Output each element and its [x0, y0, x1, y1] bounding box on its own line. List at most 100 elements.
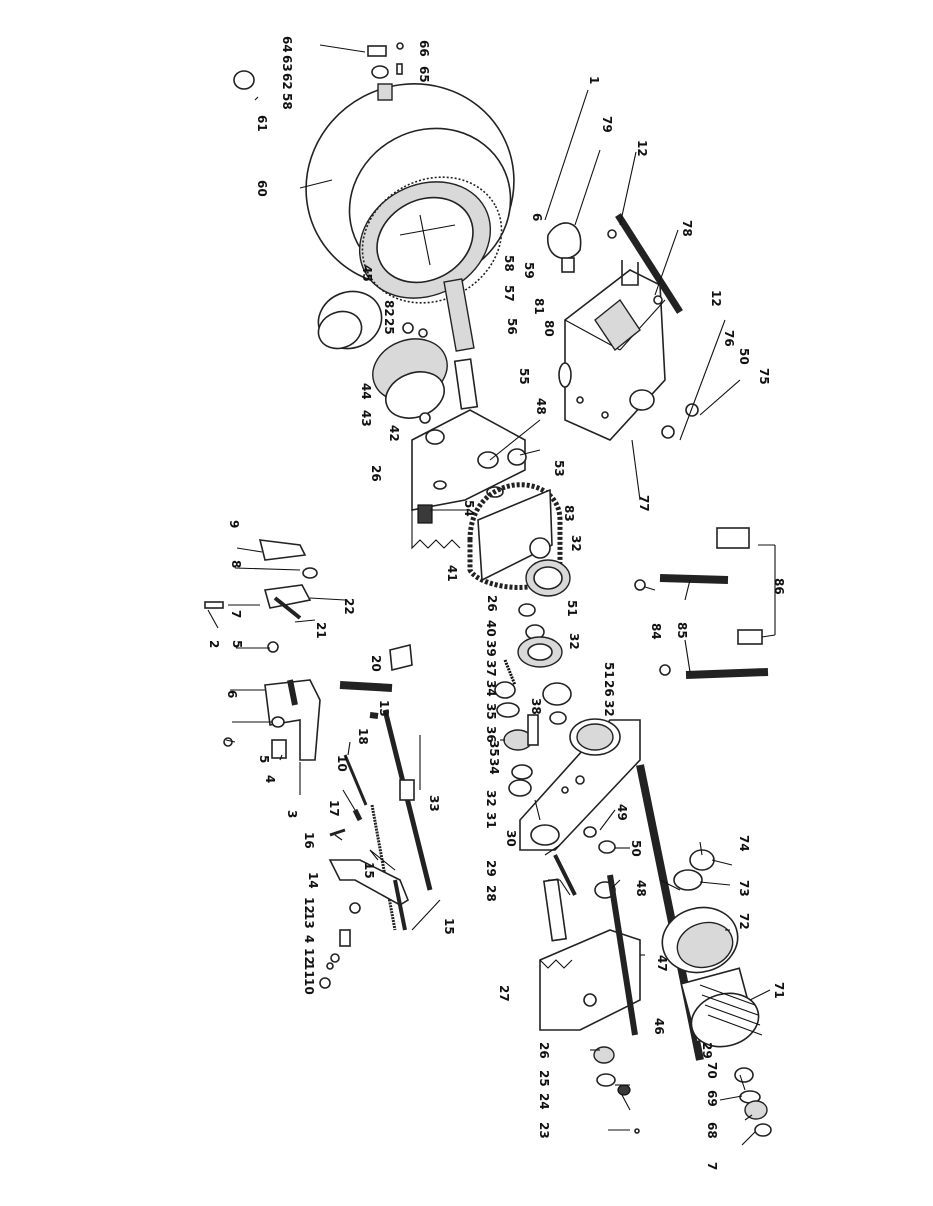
callout-26b: 26	[485, 595, 499, 612]
bracket-27	[539, 929, 641, 1031]
callout-6b: 6	[225, 690, 239, 698]
large-pulley-60	[305, 83, 515, 299]
bearing-26a	[425, 429, 445, 445]
callout-86: 86	[772, 578, 786, 595]
callout-85: 85	[675, 622, 689, 639]
callout-7a: 7	[229, 610, 243, 618]
callout-26c: 26	[602, 680, 616, 697]
callout-4b: 4	[302, 935, 316, 943]
callout-68: 68	[705, 1122, 719, 1139]
callout-4a: 4	[263, 775, 277, 783]
callout-39: 39	[484, 640, 498, 657]
callout-15b: 15	[442, 918, 456, 935]
part-50	[598, 840, 616, 854]
callout-42: 42	[387, 425, 401, 442]
callout-77: 77	[637, 495, 651, 512]
callout-34b: 34	[487, 758, 501, 775]
callout-50a: 50	[737, 348, 751, 365]
callout-35a: 35	[484, 703, 498, 720]
bearings-bottom	[593, 1046, 640, 1134]
callout-6a: 6	[530, 213, 544, 221]
part-81	[561, 257, 575, 273]
callout-12c: 12	[302, 897, 316, 914]
part-75	[661, 425, 675, 439]
callout-56: 56	[505, 318, 519, 335]
callout-5a: 5	[230, 640, 244, 648]
callout-14: 14	[306, 872, 320, 889]
callout-47: 47	[655, 955, 669, 972]
callout-24: 24	[537, 1093, 551, 1110]
callout-73: 73	[737, 880, 751, 897]
callout-66: 66	[417, 40, 431, 57]
callout-76: 76	[722, 330, 736, 347]
band-79	[547, 222, 582, 260]
callout-15a: 15	[362, 862, 376, 879]
part-50b	[685, 403, 699, 417]
callout-29b: 29	[700, 1042, 714, 1059]
gear-52	[525, 559, 571, 597]
callout-32a: 32	[569, 535, 583, 552]
callout-37: 37	[484, 660, 498, 677]
callout-11: 11	[302, 962, 316, 979]
variable-pulley-45	[317, 290, 448, 424]
callout-48b: 48	[634, 880, 648, 897]
callout-81: 81	[532, 298, 546, 315]
callout-32b: 32	[567, 633, 581, 650]
gear-stack	[494, 624, 572, 797]
callout-12a: 12	[635, 140, 649, 157]
callout-12d: 12	[302, 948, 316, 965]
callout-21: 21	[314, 622, 328, 639]
callout-30: 30	[504, 830, 518, 847]
callout-49: 49	[615, 804, 629, 821]
clutch-assembly	[636, 764, 763, 1061]
callout-80: 80	[542, 320, 556, 337]
callout-58b: 58	[502, 255, 516, 272]
callout-57: 57	[502, 285, 516, 302]
callout-71: 71	[772, 982, 786, 999]
callout-50b: 50	[629, 840, 643, 857]
callout-54: 54	[462, 500, 476, 517]
callout-20: 20	[369, 655, 383, 672]
callout-31: 31	[484, 812, 498, 829]
callout-29a: 29	[484, 860, 498, 877]
callout-28: 28	[484, 885, 498, 902]
callout-74: 74	[737, 835, 751, 852]
shaft-47	[607, 874, 638, 1036]
part-12b	[653, 295, 663, 305]
leader-lines	[207, 89, 776, 1146]
callout-51a: 51	[565, 600, 579, 617]
callout-12b: 12	[709, 290, 723, 307]
callout-13a: 13	[377, 700, 391, 717]
callout-55: 55	[517, 368, 531, 385]
callout-58a: 58	[280, 93, 294, 110]
callout-60: 60	[255, 180, 269, 197]
callout-45: 45	[360, 265, 374, 282]
callout-9: 9	[227, 520, 241, 528]
callout-44: 44	[359, 383, 373, 400]
callout-27: 27	[497, 985, 511, 1002]
threaded-shaft-56	[443, 278, 475, 352]
bar-78	[615, 213, 683, 314]
callout-84: 84	[649, 623, 663, 640]
shaft-55	[453, 358, 479, 410]
part-49	[583, 826, 597, 838]
callout-2: 2	[207, 640, 221, 648]
callout-18: 18	[356, 728, 370, 745]
callout-70: 70	[705, 1062, 719, 1079]
callout-35b: 35	[487, 740, 501, 757]
callout-43: 43	[359, 410, 373, 427]
callout-1a: 1	[587, 76, 601, 84]
callout-25a: 25	[382, 318, 396, 335]
bracket-76	[621, 260, 639, 286]
callout-26d: 26	[537, 1042, 551, 1059]
callout-34a: 34	[484, 680, 498, 697]
callout-46: 46	[652, 1018, 666, 1035]
callout-61: 61	[255, 115, 269, 132]
callout-64: 64	[280, 36, 294, 53]
callout-48a: 48	[534, 398, 548, 415]
callout-79: 79	[600, 116, 614, 133]
callout-83: 83	[562, 505, 576, 522]
callout-63: 63	[280, 55, 294, 72]
